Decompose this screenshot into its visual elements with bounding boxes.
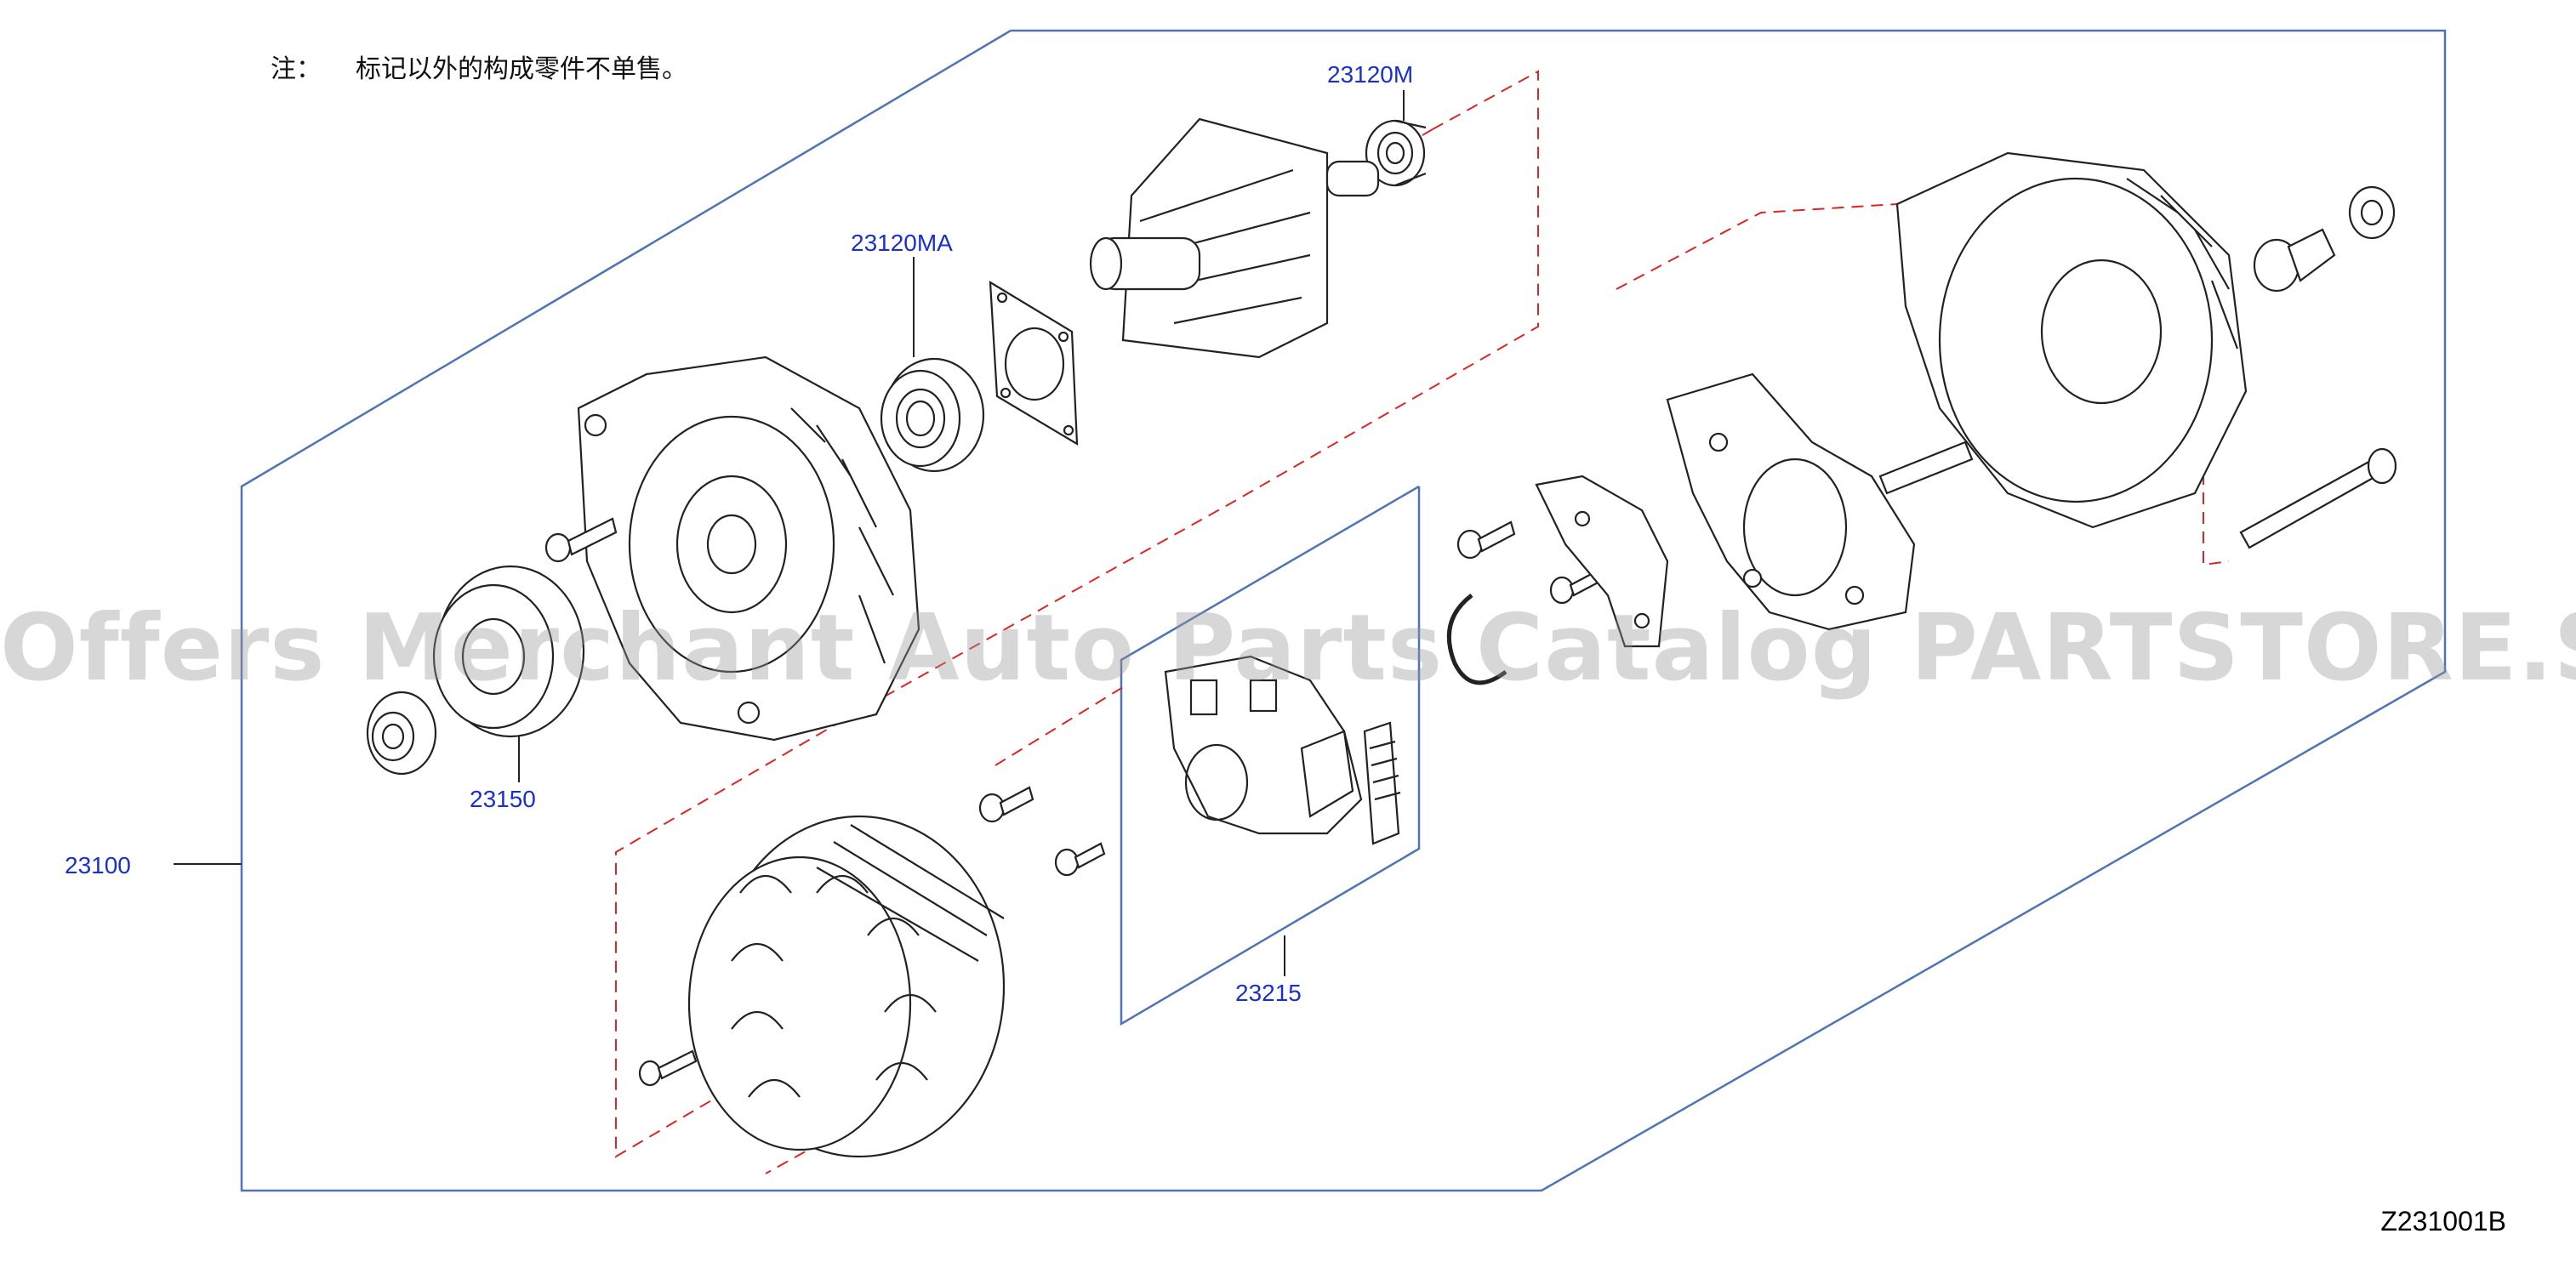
pulley-nut-part: [366, 691, 437, 776]
snap-ring-part: [1446, 594, 1507, 685]
regulator-screw-part: [978, 786, 1106, 877]
note-prefix: 注：: [271, 54, 322, 84]
brush-part: [1363, 721, 1401, 845]
callout-23215[interactable]: 23215: [1235, 980, 1302, 1006]
stator-part: [687, 815, 1006, 1158]
rear-bearing-part: [1365, 119, 1427, 187]
callout-23120M[interactable]: 23120M: [1327, 61, 1414, 88]
housing-bolt-part: [544, 517, 618, 563]
rotor-part: [1089, 117, 1380, 359]
note-body: 标记以外的构成零件不单售。: [356, 54, 687, 84]
figure-code: Z231001B: [2380, 1206, 2506, 1236]
rear-nut-part: [2348, 185, 2396, 240]
callout-23100[interactable]: 23100: [65, 852, 131, 878]
stator-screw-part: [638, 1049, 698, 1087]
leader-lines: [174, 90, 1405, 976]
regulator-frame-23215: [1120, 485, 1421, 1026]
rear-housing-part: [1895, 151, 2248, 529]
voltage-regulator-part: [1164, 655, 1363, 835]
callout-23150[interactable]: 23150: [470, 786, 536, 812]
assembly-frame-23100: [240, 29, 2447, 1192]
callout-23120MA[interactable]: 23120MA: [851, 230, 953, 256]
note-text: 注： 标记以外的构成零件不单售。: [271, 48, 687, 85]
front-bearing-part: [880, 357, 985, 473]
gasket-plate-part: [989, 280, 1079, 446]
rear-bushing-part: [2253, 228, 2336, 293]
insulator-plate-part: [1535, 475, 1669, 648]
through-bolt-part: [2239, 447, 2397, 549]
rectifier-part: [1666, 372, 1974, 631]
front-housing-part: [577, 355, 920, 742]
pulley-part: [432, 565, 585, 738]
